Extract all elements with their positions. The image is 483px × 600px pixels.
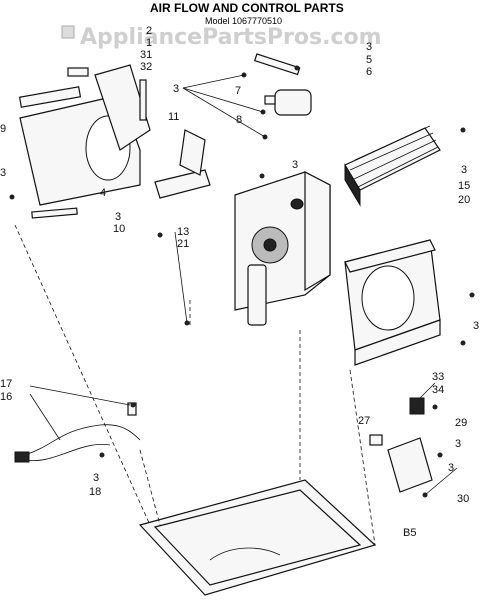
shroud-20 (344, 239, 441, 366)
label-17: 17 (0, 378, 12, 390)
label-8: 8 (236, 114, 242, 126)
label-13: 13 (177, 226, 189, 238)
label-3-harness: 3 (93, 472, 99, 484)
label-11: 11 (168, 111, 179, 123)
control-bracket-29 (369, 397, 433, 493)
label-1: 1 (146, 37, 152, 49)
label-3-upper: 3 (173, 83, 179, 95)
label-10: 10 (113, 223, 125, 235)
label-9: 9 (0, 123, 6, 135)
callout-labels: 2 1 31 32 9 3 4 3 10 11 3 5 6 7 8 3 13 2… (0, 25, 479, 539)
front-panel (18, 64, 151, 219)
top-brackets (253, 53, 312, 116)
bracket-11 (154, 129, 211, 199)
watermark: AppliancePartsPros.com (61, 25, 382, 50)
coil-15 (344, 125, 441, 207)
label-3-top: 3 (366, 41, 372, 53)
label-27: 27 (358, 415, 370, 427)
label-3-left: 3 (0, 167, 6, 179)
label-16: 16 (0, 391, 12, 403)
label-5: 5 (366, 54, 372, 66)
label-30: 30 (457, 493, 469, 505)
label-34: 34 (432, 384, 444, 396)
label-33: 33 (432, 371, 444, 383)
alignment-lines (14, 224, 376, 546)
label-7: 7 (235, 85, 241, 97)
label-31: 31 (140, 49, 152, 61)
label-32: 32 (140, 61, 152, 73)
model-number: Model 1067770510 (205, 16, 282, 26)
label-3-right: 3 (461, 164, 467, 176)
label-18: 18 (89, 486, 101, 498)
label-29: 29 (455, 417, 467, 429)
diagram-title: AIR FLOW AND CONTROL PARTS (150, 1, 344, 15)
label-3-center: 3 (292, 159, 298, 171)
leader-lines (29, 74, 458, 496)
label-21: 21 (177, 238, 189, 250)
center-partition (234, 171, 331, 326)
harness (14, 402, 141, 463)
label-3-bracket: 3 (455, 438, 461, 450)
page-code: B5 (403, 527, 416, 539)
label-3-mid: 3 (115, 211, 121, 223)
label-4: 4 (100, 187, 106, 199)
watermark-text: AppliancePartsPros.com (80, 25, 382, 50)
label-20: 20 (458, 194, 470, 206)
label-6: 6 (366, 66, 372, 78)
label-3-shroud: 3 (473, 320, 479, 332)
label-3-lower: 3 (448, 462, 454, 474)
base-pan (138, 479, 377, 596)
label-2: 2 (146, 25, 152, 37)
label-15: 15 (458, 180, 470, 192)
